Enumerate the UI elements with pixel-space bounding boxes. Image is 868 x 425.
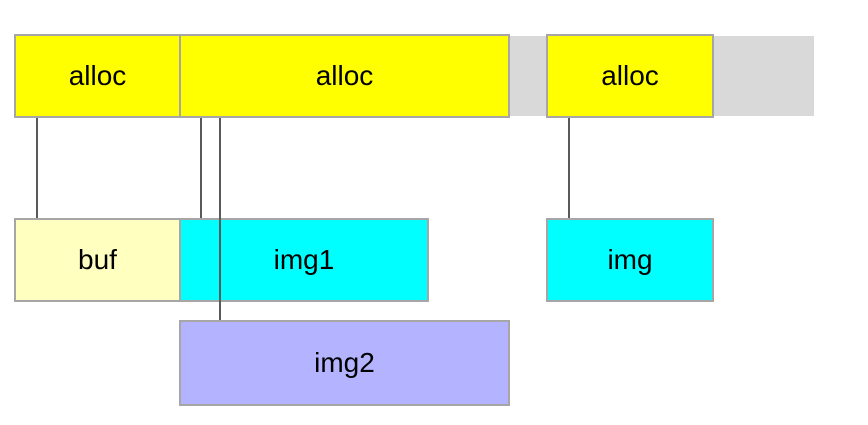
alloc-block-1: alloc: [14, 34, 181, 118]
img1-block-label: img1: [273, 244, 335, 275]
free-space-bar-left: [508, 36, 548, 116]
img-block: img: [546, 218, 714, 302]
connector-alloc2-img2: [219, 118, 221, 320]
alloc-block-2: alloc: [179, 34, 510, 118]
img-block-label: img: [607, 244, 653, 275]
buf-block-label: buf: [78, 244, 117, 275]
connector-alloc3-img: [568, 118, 570, 218]
connector-alloc2-img1: [200, 118, 202, 218]
img2-block: img2: [179, 320, 510, 406]
alloc-block-3-label: alloc: [601, 60, 659, 91]
alloc-block-3: alloc: [546, 34, 714, 118]
img1-block: img1: [179, 218, 429, 302]
free-space-bar-right: [712, 36, 814, 116]
alloc-block-2-label: alloc: [315, 60, 374, 91]
connector-alloc1-buf: [36, 118, 38, 218]
buf-block: buf: [14, 218, 181, 302]
alloc-block-1-label: alloc: [68, 60, 127, 91]
img2-block-label: img2: [314, 347, 375, 378]
